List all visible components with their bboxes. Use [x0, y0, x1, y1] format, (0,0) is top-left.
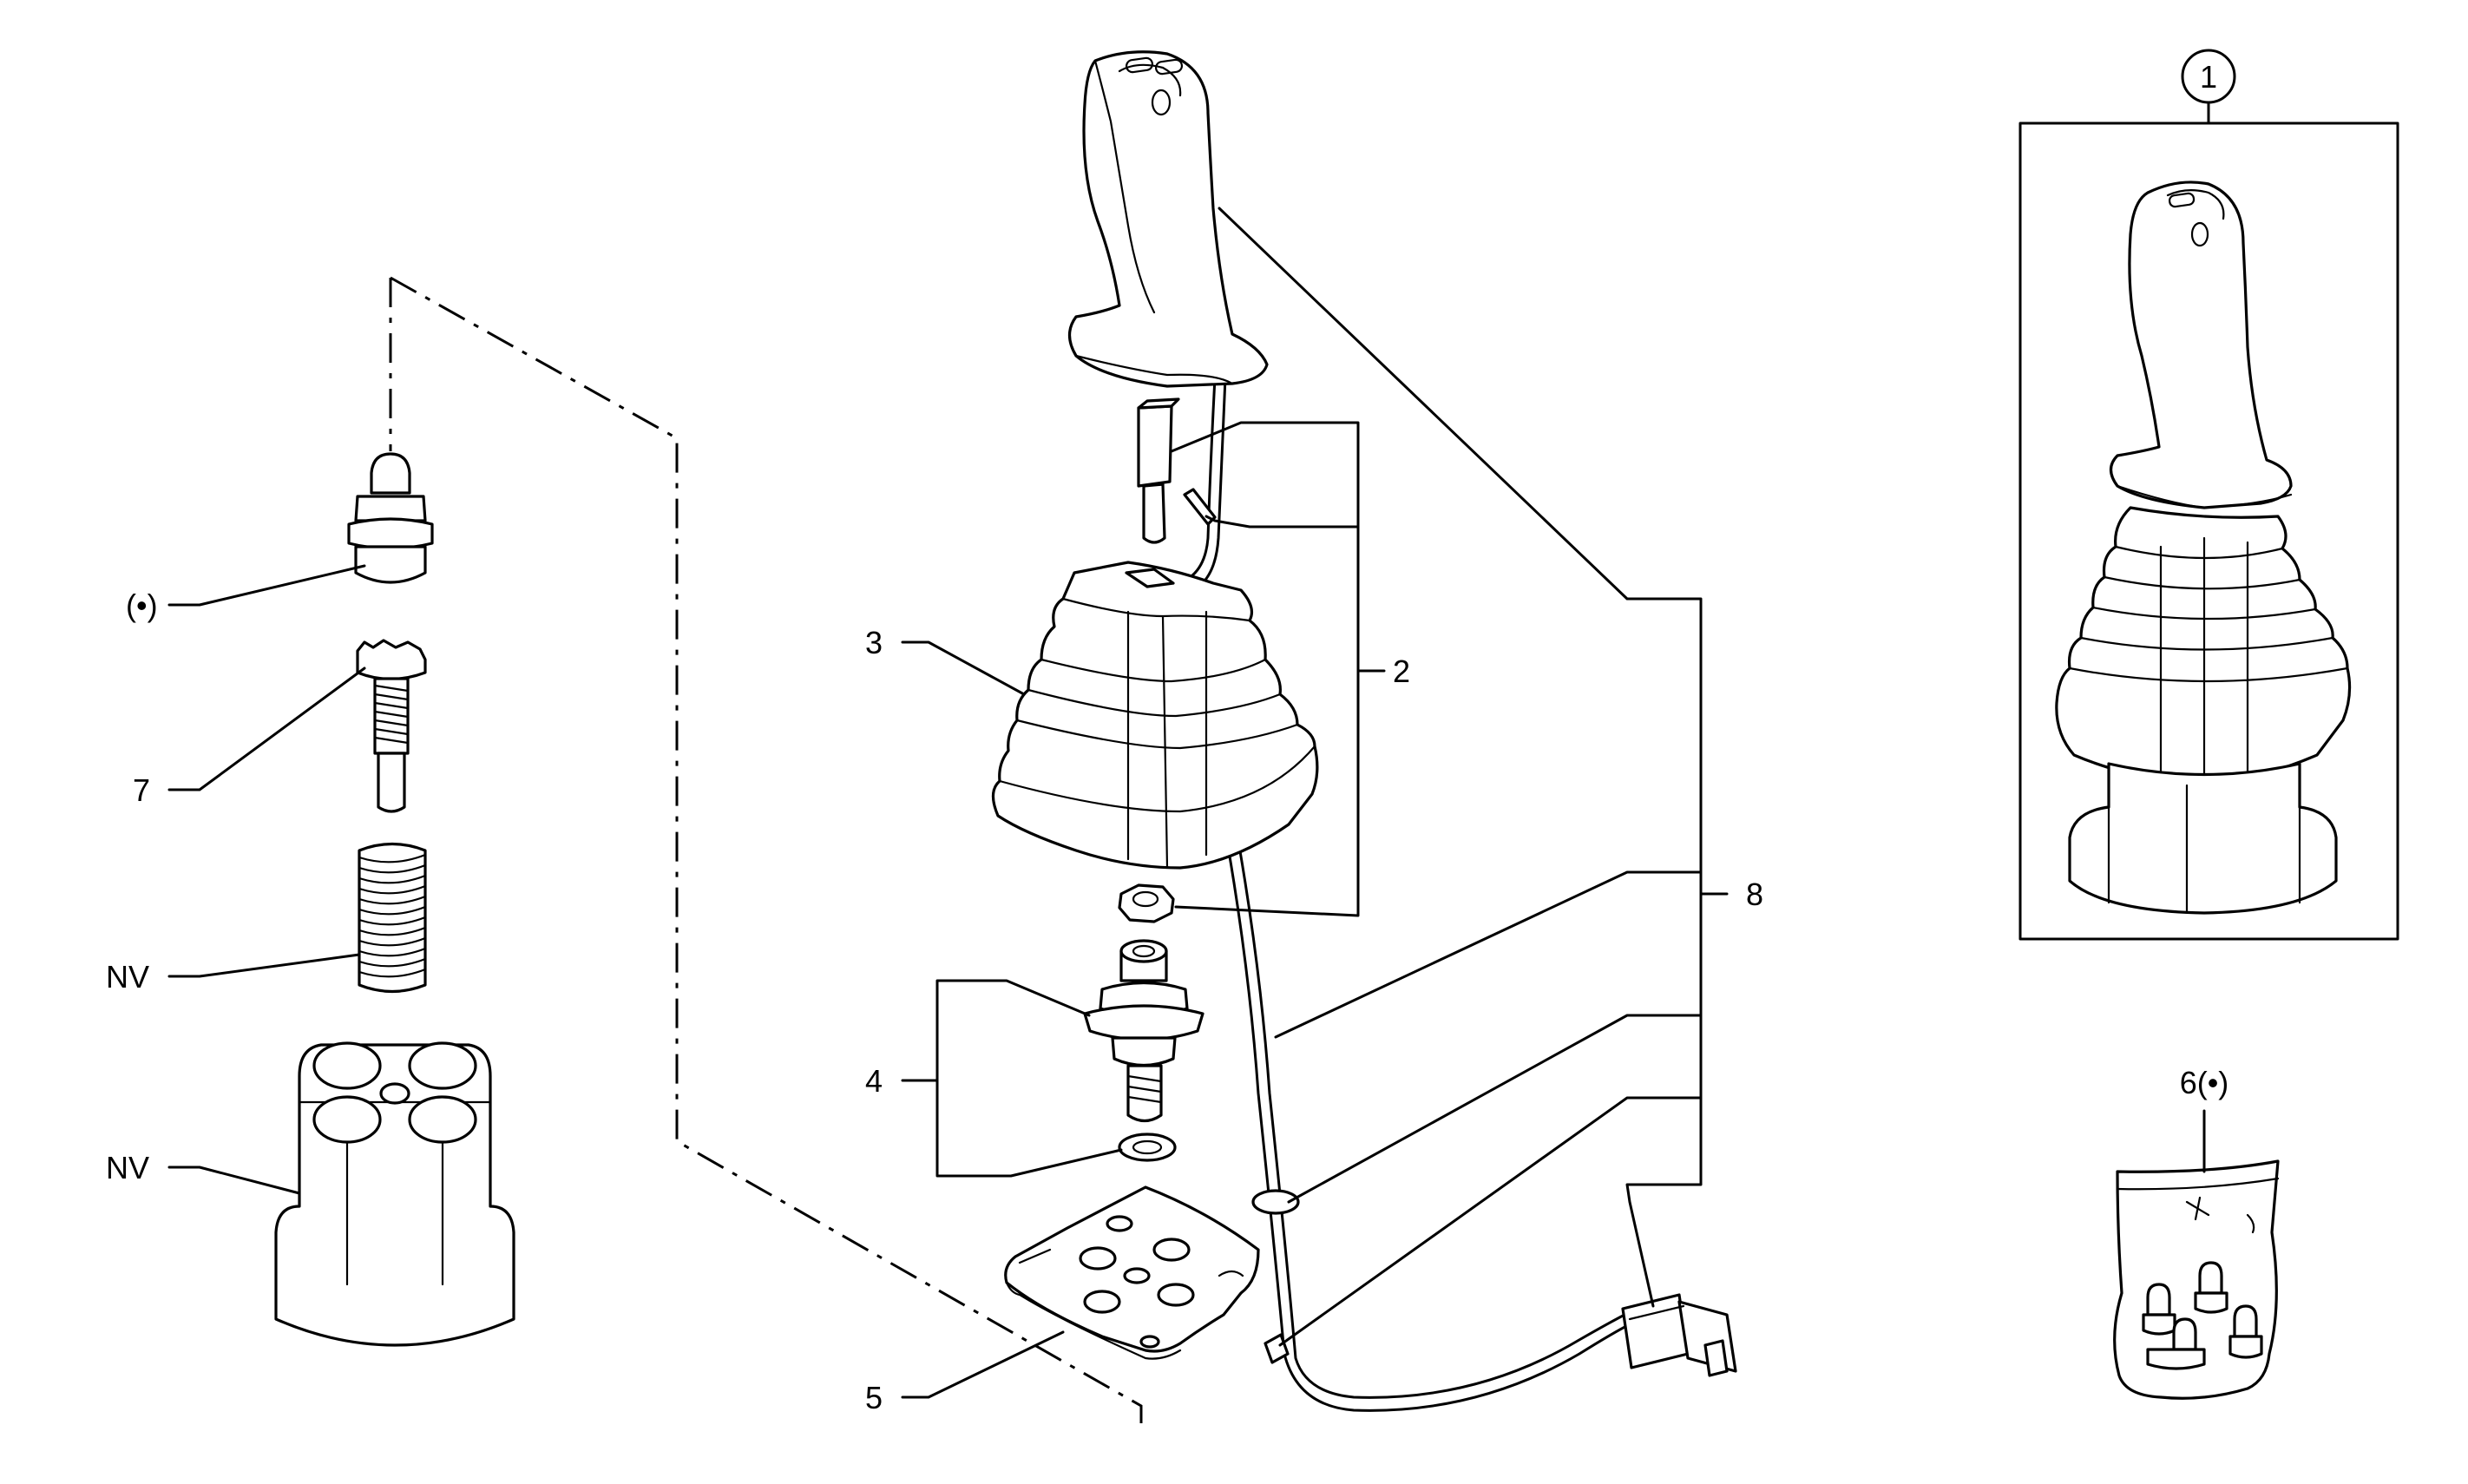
electrical-connector: [1621, 1293, 1737, 1377]
label-item-dot: (•): [126, 588, 158, 623]
seal-kit-bag: [2113, 1159, 2280, 1400]
label-item-5: 5: [865, 1380, 883, 1415]
label-item-6: 6(•): [2180, 1065, 2229, 1100]
wiring-cable-lower: [1226, 844, 1633, 1412]
label-nv-body: NV: [106, 1150, 149, 1185]
rubber-boot: [991, 561, 1319, 870]
spring: [358, 842, 427, 994]
label-item-7: 7: [133, 772, 150, 808]
wiring-cable: [1165, 376, 1227, 597]
label-item-2: 2: [1393, 653, 1410, 689]
cable-clip: [1251, 1189, 1300, 1364]
label-item-8: 8: [1746, 877, 1763, 912]
label-item-4: 4: [865, 1063, 883, 1099]
leader-lines: [167, 101, 2210, 1399]
switch-element: [1137, 397, 1217, 544]
plunger-cap: [347, 452, 434, 584]
washer: [1118, 1133, 1177, 1162]
label-item-1: 1: [2200, 59, 2217, 95]
item-1-circle: [2181, 49, 2236, 104]
plunger-screw: [356, 639, 427, 813]
label-nv-spring: NV: [106, 959, 149, 995]
assembly-dashed-line: [389, 276, 1143, 1423]
joystick-grip: [1067, 50, 1269, 388]
mounting-plate: [1004, 1185, 1260, 1360]
complete-joystick-assembly: [2055, 181, 2352, 915]
label-item-3: 3: [865, 625, 883, 660]
pivot-assembly: [1083, 939, 1204, 1123]
nut: [1118, 883, 1175, 923]
valve-body: [274, 1041, 515, 1347]
